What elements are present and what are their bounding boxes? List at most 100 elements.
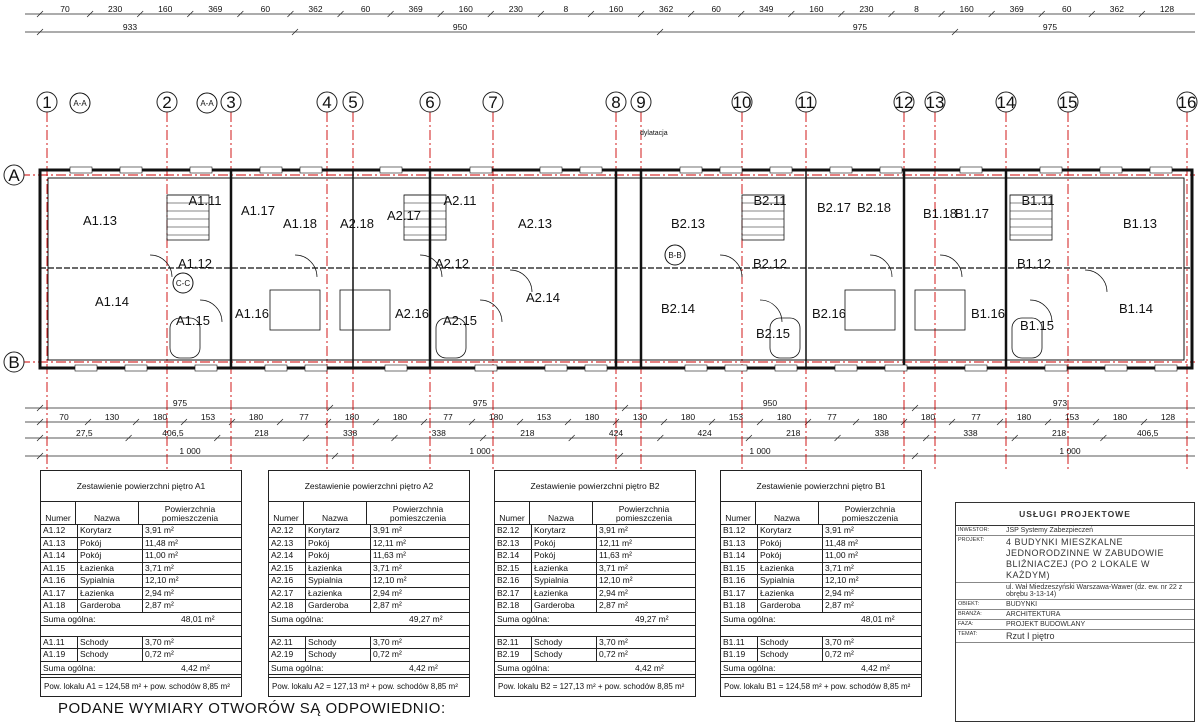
room-label: B2.15 (756, 326, 790, 341)
bottom-dimension: 180 (345, 412, 359, 422)
section-label: A-A (73, 99, 87, 108)
bottom-dimension: 180 (249, 412, 263, 422)
table-cell: A2.18 (269, 600, 306, 612)
dimension-tick (788, 10, 795, 18)
bottom-dimension: 77 (827, 412, 837, 422)
bottom-segment-dimension: 338 (875, 428, 889, 438)
staircase (403, 194, 447, 241)
bed (269, 289, 321, 331)
grid-bubble (924, 91, 946, 113)
room-label: B1.11 (1021, 193, 1054, 208)
room-label: B1.17 (955, 206, 989, 221)
room-label: A1.12 (178, 256, 212, 271)
bottom-dimension: 180 (393, 412, 407, 422)
dimension-tick (372, 418, 380, 426)
table-cell: B2.18 (495, 600, 532, 612)
dimension-tick (660, 418, 668, 426)
room-label: A2.14 (526, 290, 560, 305)
room-label: B2.16 (812, 306, 846, 321)
room-label: B2.13 (671, 216, 705, 231)
staircase (166, 194, 210, 241)
table-cell: Schody (306, 649, 371, 661)
table-sum-cell: 48,01 m² (181, 613, 215, 624)
window-opening (884, 364, 908, 372)
dimension-tick (756, 418, 764, 426)
window-opening (1099, 166, 1123, 174)
window-opening (719, 166, 743, 174)
table-cell: Korytarz (758, 525, 823, 537)
window-opening (74, 364, 98, 372)
top-dimension: 70 (60, 4, 70, 14)
dimension-tick (938, 10, 945, 18)
door-swing (419, 254, 443, 278)
dimension-tick (136, 10, 144, 18)
top-total-dimension: 950 (453, 22, 467, 32)
dimension-tick (331, 452, 339, 460)
door-swing (869, 254, 893, 278)
table-cell: 11,48 m² (825, 537, 858, 548)
table-cell: 0,72 m² (373, 649, 402, 659)
bathtub (1011, 317, 1043, 359)
table-cell: Garderoba (758, 600, 823, 612)
branch-key: BRANŻA: (958, 611, 982, 617)
bottom-dimension: 77 (299, 412, 309, 422)
table-sum-row: Suma ogólna:4,42 m² (495, 662, 695, 675)
room-label: B1.16 (971, 306, 1005, 321)
dimension-tick (1038, 10, 1045, 18)
table-cell: B1.19 (721, 649, 758, 661)
table-sum-cell: 4,42 m² (181, 662, 210, 673)
top-dimension: 60 (361, 4, 371, 14)
dimension-tick (86, 10, 94, 18)
dimension-tick (996, 418, 1004, 426)
table-cell: Schody (532, 636, 597, 648)
table-sum-cell: Suma ogólna: (723, 662, 776, 673)
row-bubble (3, 351, 25, 373)
table-cell: Łazienka (758, 562, 823, 574)
table-cell: 3,71 m² (599, 562, 628, 573)
bottom-dimension: 130 (105, 412, 119, 422)
window-opening (384, 364, 408, 372)
dimension-tick (420, 418, 428, 426)
table-header: Powierzchnia pomieszczenia (615, 504, 673, 523)
window-opening (299, 166, 323, 174)
room-label: B1.13 (1123, 216, 1157, 231)
dimension-tick (337, 10, 344, 18)
dimension-tick (737, 10, 745, 18)
table-cell: 2,87 m² (373, 600, 402, 610)
bottom-dimension: 180 (1017, 412, 1031, 422)
window-opening (474, 364, 498, 372)
dimension-tick (1088, 10, 1096, 18)
table-cell: 3,70 m² (145, 636, 174, 647)
room-label: A1.11 (188, 193, 221, 208)
table-sum-row: Suma ogólna:49,27 m² (495, 613, 695, 626)
investor-value: JSP Systemy Zabezpieczeń (1006, 527, 1094, 534)
table-cell: Łazienka (78, 587, 143, 599)
grid-axis-label: 11 (797, 93, 815, 112)
window-opening (964, 364, 988, 372)
table-sum-row: Suma ogólna:4,42 m² (41, 662, 241, 675)
section-label: A-A (200, 99, 214, 108)
window-opening (469, 166, 493, 174)
bottom-segment-dimension: 218 (520, 428, 534, 438)
table-cell: Korytarz (78, 525, 143, 537)
dimension-tick (125, 434, 132, 442)
grid-axis-label: 16 (1178, 93, 1197, 112)
dimension-tick (834, 434, 841, 442)
dimension-tick (228, 418, 236, 426)
window-opening (879, 166, 903, 174)
table-sum-cell: Suma ogólna: (497, 613, 550, 624)
grid-bubble (795, 91, 817, 113)
top-dimension: 230 (509, 4, 523, 14)
table-cell: B2.13 (495, 537, 532, 549)
dimension-tick (391, 434, 398, 442)
table-cell: Łazienka (532, 587, 597, 599)
